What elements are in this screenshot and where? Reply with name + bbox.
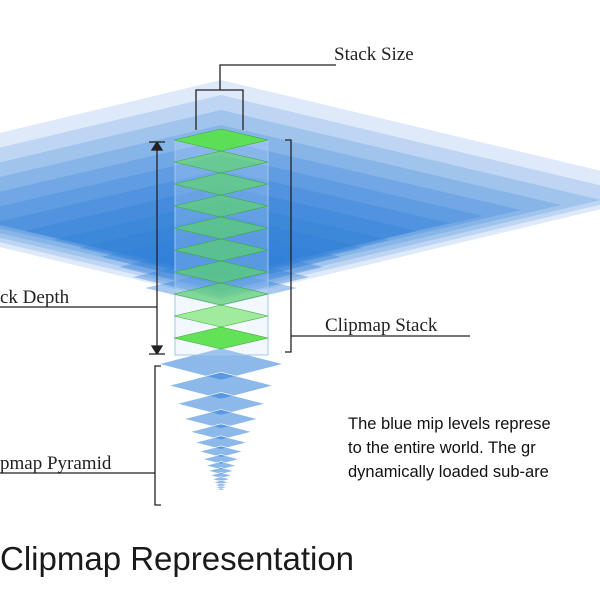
stack-depth-bracket — [0, 141, 165, 355]
mip-level — [0, 125, 561, 285]
description-line-3: dynamically loaded sub-are — [348, 463, 549, 481]
stack-size-label: Stack Size — [334, 44, 414, 65]
mip-level — [0, 95, 600, 295]
clip-level — [173, 326, 269, 350]
mip-level — [0, 80, 600, 300]
mip-level — [216, 487, 226, 491]
diagram-title: Clipmap Representation — [0, 540, 355, 577]
clipmap-stack-bracket — [285, 139, 470, 353]
stack-size-bracket — [195, 64, 336, 130]
green-clip-levels — [173, 128, 269, 350]
description-line-1: The blue mip levels represe — [348, 415, 551, 433]
clipmap-stack-label: Clipmap Stack — [325, 315, 438, 336]
clipmap-pyramid-label: pmap Pyramid — [0, 453, 112, 474]
description-line-2: to the entire world. The gr — [348, 439, 536, 457]
mip-level — [0, 110, 600, 290]
clipmap-pyramid-bracket — [0, 365, 161, 506]
mip-level — [0, 140, 521, 280]
mip-level — [0, 155, 483, 277]
stack-depth-label: ck Depth — [0, 287, 70, 308]
